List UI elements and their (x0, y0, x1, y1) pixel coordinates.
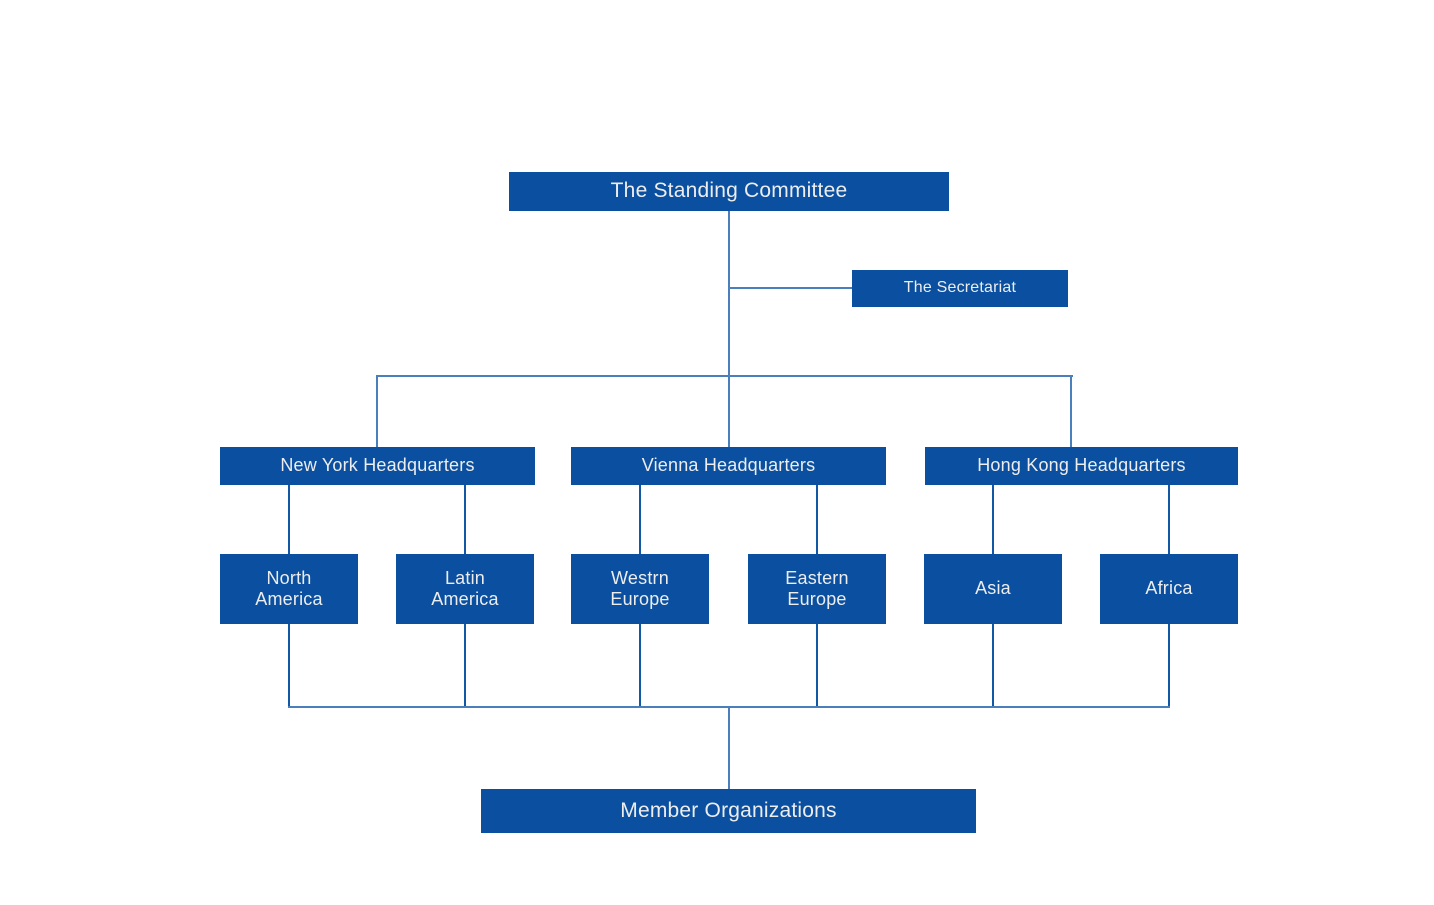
node-standing-committee-label: The Standing Committee (610, 179, 848, 203)
connector-drop-eastern-europe (816, 485, 818, 555)
connector-drop-new-york-hq (376, 375, 378, 448)
connector-drop-asia (992, 485, 994, 555)
node-member-organizations-label: Member Organizations (620, 798, 837, 822)
node-africa[interactable]: Africa (1100, 554, 1238, 624)
node-secretariat-label: The Secretariat (903, 279, 1017, 297)
node-eastern-europe-label: Eastern Europe (785, 567, 849, 609)
node-hong-kong-headquarters[interactable]: Hong Kong Headquarters (925, 447, 1238, 485)
connector-riser-latin-america (464, 624, 466, 708)
connector-standing-committee-trunk (728, 210, 730, 376)
node-vienna-headquarters[interactable]: Vienna Headquarters (571, 447, 886, 485)
connector-drop-western-europe (639, 485, 641, 555)
connector-headquarters-distribution-bar (377, 375, 1073, 377)
connector-drop-africa (1168, 485, 1170, 555)
node-vienna-headquarters-label: Vienna Headquarters (641, 455, 816, 476)
connector-drop-hong-kong-hq (1070, 375, 1072, 448)
connector-drop-north-america (288, 485, 290, 555)
connector-member-organizations-trunk (728, 706, 730, 790)
connector-riser-north-america (288, 624, 290, 708)
node-hong-kong-headquarters-label: Hong Kong Headquarters (977, 455, 1186, 476)
node-secretariat[interactable]: The Secretariat (852, 270, 1068, 307)
node-new-york-headquarters-label: New York Headquarters (280, 455, 475, 476)
connector-drop-latin-america (464, 485, 466, 555)
connector-riser-africa (1168, 624, 1170, 708)
node-latin-america[interactable]: Latin America (396, 554, 534, 624)
connector-secretariat-branch (728, 287, 854, 289)
node-africa-label: Africa (1145, 578, 1193, 599)
node-latin-america-label: Latin America (431, 567, 499, 609)
connector-riser-asia (992, 624, 994, 708)
node-north-america-label: North America (255, 567, 323, 609)
node-standing-committee[interactable]: The Standing Committee (509, 172, 949, 211)
connector-drop-vienna-hq (728, 375, 730, 448)
node-member-organizations[interactable]: Member Organizations (481, 789, 976, 833)
node-eastern-europe[interactable]: Eastern Europe (748, 554, 886, 624)
connector-riser-eastern-europe (816, 624, 818, 708)
node-north-america[interactable]: North America (220, 554, 358, 624)
node-asia[interactable]: Asia (924, 554, 1062, 624)
node-western-europe-label: Westrn Europe (610, 567, 670, 609)
node-asia-label: Asia (975, 578, 1011, 599)
node-new-york-headquarters[interactable]: New York Headquarters (220, 447, 535, 485)
node-western-europe[interactable]: Westrn Europe (571, 554, 709, 624)
connector-riser-western-europe (639, 624, 641, 708)
